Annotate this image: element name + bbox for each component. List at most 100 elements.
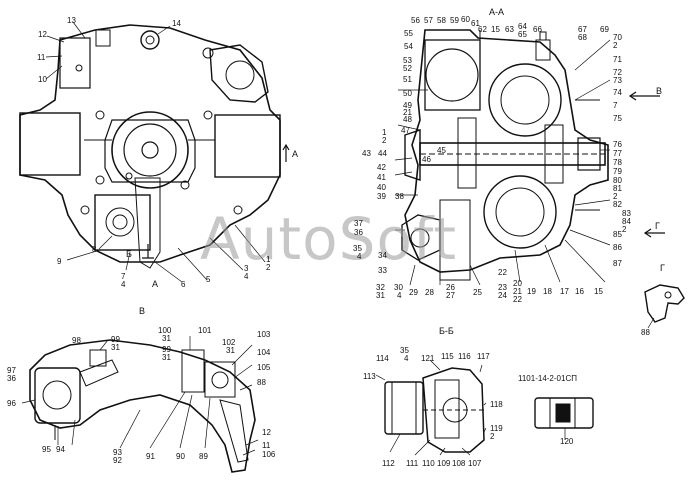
watermark-text: AutoSoft [200,205,458,273]
callout-88: 88 [641,328,650,337]
callout-100: 100 [158,326,172,335]
callout-46: 46 [422,155,431,164]
callout-57: 57 [424,16,433,25]
callout-14: 14 [172,19,181,28]
callout-73: 73 [613,76,622,85]
callout-43: 43 [362,149,371,158]
callout-4-b: 4 [404,354,409,363]
callout-2-b: 2 [490,432,495,441]
callout-4-left: 4 [357,252,362,261]
callout-75: 75 [613,114,622,123]
callout-67: 67 [578,25,587,34]
callout-54: 54 [404,42,413,51]
view-mark-g: Г [655,221,660,231]
callout-2-right: 2 [613,192,618,201]
callout-86: 86 [613,243,622,252]
callout-31-v: 31 [111,343,120,352]
callout-2-right-b: 2 [622,225,627,234]
callout-101: 101 [198,326,212,335]
callout-115: 115 [441,352,454,361]
callout-31-v2: 31 [162,334,171,343]
callout-107: 107 [468,459,482,468]
callout-106: 106 [262,450,276,459]
callout-31-v4: 31 [226,346,235,355]
callout-84: 84 [622,217,631,226]
section-title-g: Г [660,263,665,273]
callout-90: 90 [176,452,185,461]
callout-11: 11 [37,53,46,62]
callout-2-left: 2 [382,136,387,145]
callout-77: 77 [613,149,622,158]
callout-25: 25 [473,288,482,297]
callout-59: 59 [450,16,459,25]
callout-76: 76 [613,140,622,149]
callout-18: 18 [543,287,552,296]
callout-119: 119 [490,424,503,433]
callout-27: 27 [446,291,455,300]
callout-7-right: 7 [613,101,618,110]
callout-116: 116 [458,352,471,361]
view-v-assembly [29,339,256,473]
callout-63: 63 [505,25,514,34]
callout-31-v3: 31 [162,353,171,362]
callout-24: 24 [498,291,507,300]
callout-112: 112 [382,459,395,468]
part-code-label: 1101-14-2-01СП [518,374,577,383]
callout-5: 5 [206,275,211,284]
view-mark-b: Б [126,249,132,259]
callout-12: 12 [38,30,47,39]
callout-26: 26 [446,283,455,292]
callout-91: 91 [146,452,155,461]
callout-36-v: 36 [7,374,16,383]
callout-36: 36 [354,228,363,237]
callout-31: 31 [376,291,385,300]
callout-2: 2 [266,263,271,272]
callout-70: 70 [613,33,622,42]
callout-51: 51 [403,75,412,84]
callout-102: 102 [222,338,236,347]
callout-88-v: 88 [257,378,266,387]
callout-66: 66 [533,25,542,34]
callout-2-top: 2 [613,41,618,50]
callout-92: 92 [113,456,122,465]
callout-23: 23 [498,283,507,292]
callout-45: 45 [437,146,446,155]
callout-118: 118 [490,400,503,409]
callout-89: 89 [199,452,208,461]
callout-44: 44 [378,149,387,158]
callout-35: 35 [353,244,362,253]
callout-19: 19 [527,287,536,296]
callout-109: 109 [437,459,451,468]
callout-50: 50 [403,89,412,98]
view-mark-a-top: А [292,149,299,159]
callout-95: 95 [42,445,51,454]
callout-110: 110 [422,459,435,468]
callout-6: 6 [181,280,186,289]
part-1101-14-2-01sp [534,397,594,429]
callout-117: 117 [477,352,490,361]
callout-79: 79 [613,167,622,176]
callout-34: 34 [378,251,387,260]
callout-99: 99 [111,335,120,344]
callout-15: 15 [594,287,603,296]
callout-32: 32 [376,283,385,292]
callout-74: 74 [613,88,622,97]
callout-83: 83 [622,209,631,218]
callout-21-left: 21 [403,108,412,117]
section-title-aa: А-А [489,7,505,17]
callout-3: 3 [244,264,249,273]
callout-65: 65 [518,30,527,39]
callout-68: 68 [578,33,587,42]
callout-22-b: 22 [513,295,522,304]
callout-21: 21 [513,287,522,296]
callout-98: 98 [72,336,81,345]
callout-1: 1 [266,255,271,264]
view-g-bracket [644,284,685,323]
section-title-v: В [139,306,146,316]
leader-lines [21,21,655,456]
callout-16: 16 [575,287,584,296]
section-bb [384,367,485,453]
callout-103: 103 [257,330,271,339]
callout-99-b: 99 [162,345,171,354]
callout-80: 80 [613,176,622,185]
